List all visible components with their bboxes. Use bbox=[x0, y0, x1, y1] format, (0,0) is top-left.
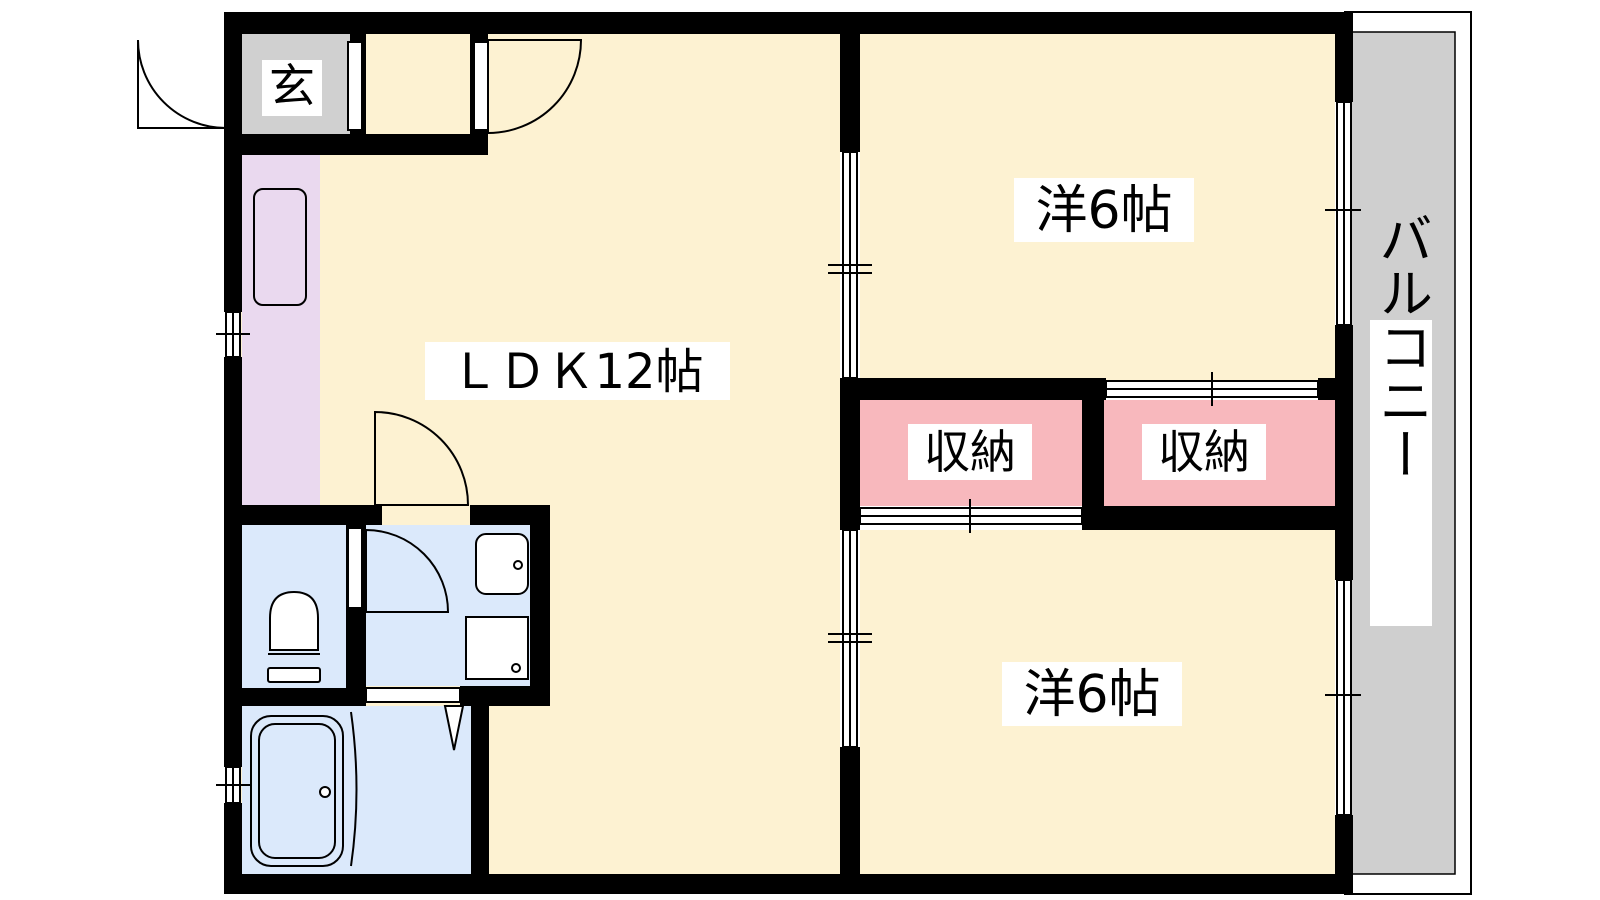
balcony-label: バルコニー bbox=[1370, 211, 1433, 481]
storage-1-label: 収納 bbox=[924, 425, 1016, 479]
western-room-1-label: 洋6帖 bbox=[1035, 181, 1172, 241]
toilet-tank bbox=[267, 667, 321, 683]
ldk-label: ＬＤＫ12帖 bbox=[450, 344, 703, 400]
room-labels: 玄 ＬＤＫ12帖 洋6帖 洋6帖 収納 収納 バルコニー bbox=[262, 59, 1433, 726]
walls bbox=[224, 12, 1353, 894]
toilet-bowl bbox=[269, 590, 319, 651]
kitchen-sink bbox=[253, 188, 307, 306]
fixtures bbox=[250, 188, 529, 867]
bath-door bbox=[350, 711, 358, 867]
storage-2-label: 収納 bbox=[1158, 425, 1250, 479]
wash-basin bbox=[475, 533, 529, 595]
entrance-label: 玄 bbox=[269, 59, 315, 113]
western-room-2-label: 洋6帖 bbox=[1023, 665, 1160, 725]
windows bbox=[216, 101, 1361, 816]
sliding-doors bbox=[365, 151, 1319, 748]
hinged-doors bbox=[137, 39, 583, 751]
